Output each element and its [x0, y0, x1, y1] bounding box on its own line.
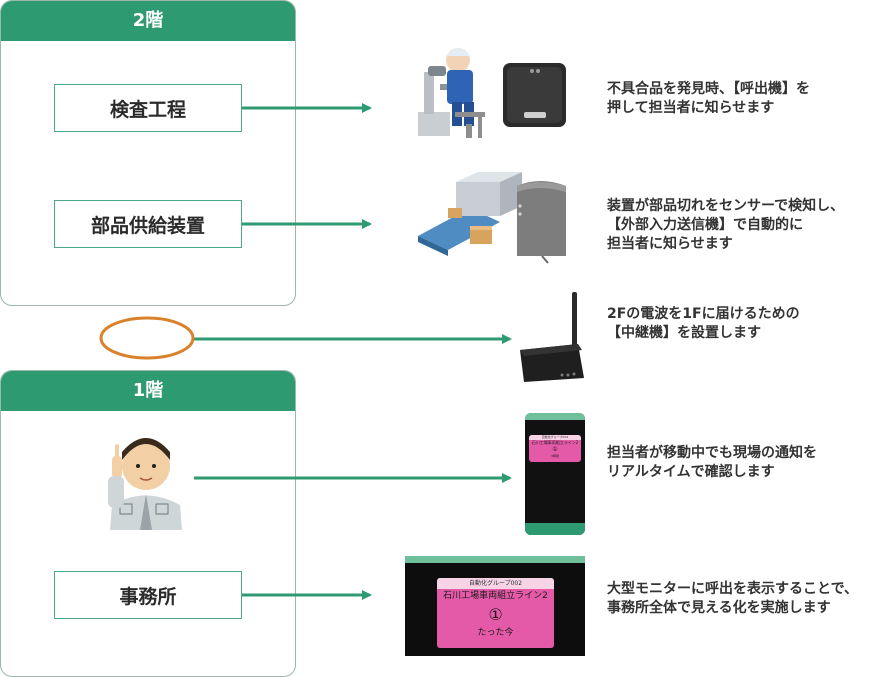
inspection-process-box: 検査工程	[54, 84, 242, 132]
monitor-app-bar	[405, 556, 585, 563]
phone-bottom-bar	[525, 523, 585, 535]
repeater-description: 2Fの電波を1Fに届けるための 【中継機】を設置します	[607, 306, 800, 341]
repeater-illustration	[520, 292, 584, 382]
phone-card-group: 自動化グループ002	[529, 435, 581, 440]
office-description: 大型モニターに呼出を表示することで、 事務所全体で見える化を実施します	[607, 581, 859, 616]
phone-call-card: 自動化グループ002 石川工場車両組立ライン2 ① 3時間	[529, 435, 581, 462]
phone-card-time: 3時間	[551, 454, 559, 458]
phone-app-bar	[525, 413, 585, 420]
transmitter-illustration	[517, 181, 566, 264]
smartphone-device: 自動化グループ002 石川工場車両組立ライン2 ① 3時間	[525, 413, 585, 535]
office-monitor: 自動化グループ002 石川工場車両組立ライン2 ① たった今	[405, 556, 585, 656]
parts-feeder-box: 部品供給装置	[54, 200, 242, 248]
inspection-description: 不具合品を発見時、【呼出機】を 押して担当者に知らせます	[607, 81, 810, 116]
worker-description: 担当者が移動中でも現場の通知を リアルタイムで確認します	[607, 445, 817, 480]
floor-1f-header: 1階	[1, 371, 295, 411]
worker-illustration	[108, 438, 182, 530]
monitor-card-line: 石川工場車両組立ライン2	[443, 591, 548, 601]
monitor-card-group: 自動化グループ002	[437, 578, 554, 589]
phone-card-number: ①	[552, 446, 558, 453]
inspection-process-label: 検査工程	[109, 98, 186, 121]
call-device-illustration	[503, 63, 566, 127]
parts-feeder-label: 部品供給装置	[90, 214, 205, 237]
monitor-call-card: 自動化グループ002 石川工場車両組立ライン2 ① たった今	[437, 578, 554, 648]
office-label: 事務所	[119, 585, 177, 608]
floor-1f-panel: 1階	[0, 370, 296, 677]
phone-card-line: 石川工場車両組立ライン2	[531, 440, 579, 445]
floor-2f-panel: 2階	[0, 0, 296, 306]
floor-2f-header: 2階	[1, 1, 295, 41]
office-box: 事務所	[54, 571, 242, 619]
floor-crossing-ellipse	[99, 316, 195, 360]
monitor-card-number: ①	[488, 605, 503, 624]
conveyor-illustration	[418, 172, 522, 256]
inspector-illustration	[418, 48, 485, 138]
parts-feeder-description: 装置が部品切れをセンサーで検知し、 【外部入力送信機】で自動的に 担当者に知らせ…	[607, 198, 845, 252]
monitor-card-time: たった今	[477, 628, 514, 638]
